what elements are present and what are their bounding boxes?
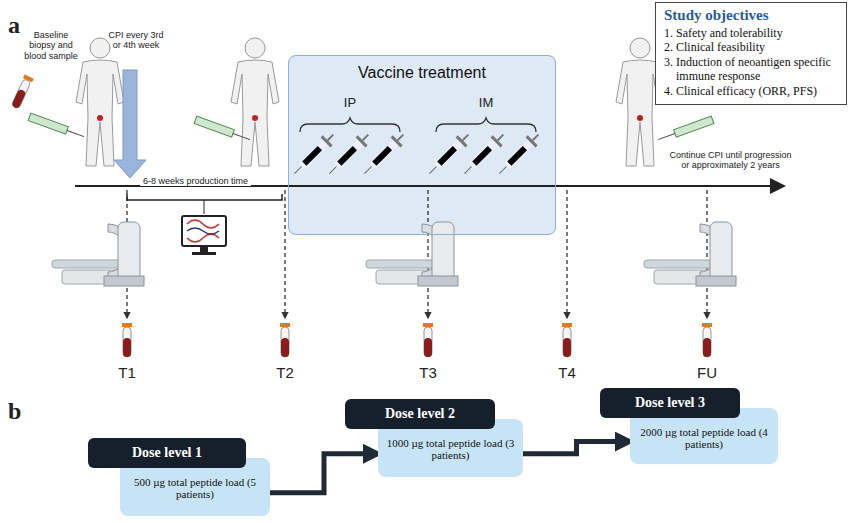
- annotation: CPI every 3rd or 4th week: [104, 30, 168, 51]
- node-heading: 1000 µg total peptide load (3 patients): [386, 437, 515, 461]
- node-heading: Dose level 1: [132, 445, 202, 461]
- node-heading: Dose level 3: [635, 395, 705, 411]
- annotation: Baseline biopsy and blood sample: [22, 30, 80, 61]
- node-text: 2. Clinical feasibility: [664, 40, 838, 54]
- timepoint-label: T4: [552, 364, 582, 381]
- step-arrow: [523, 442, 626, 454]
- node-heading: Study objectives: [664, 7, 838, 24]
- node-heading: Vaccine treatment: [289, 64, 555, 82]
- panel-letter: b: [8, 398, 28, 426]
- step-arrow: [270, 454, 374, 493]
- vaccine-treatment-box: Vaccine treatment: [288, 55, 556, 235]
- route-label: IP: [330, 96, 370, 111]
- dose-level-header: Dose level 3: [600, 388, 740, 418]
- node-heading: 2000 µg total peptide load (4 patients): [638, 426, 770, 450]
- objectives-box: Study objectives 1. Safety and tolerabili…: [655, 2, 847, 105]
- timepoint-label: T1: [112, 364, 142, 381]
- timepoint-label: T2: [270, 364, 300, 381]
- route-label: IM: [466, 96, 506, 111]
- node-heading: 500 µg total peptide load (5 patients): [128, 476, 262, 500]
- dose-level-header: Dose level 2: [345, 399, 495, 429]
- panel-letter: a: [8, 12, 28, 40]
- node-text: 4. Clinical efficacy (ORR, PFS): [664, 84, 838, 98]
- annotation: 6-8 weeks production time: [140, 176, 251, 186]
- dose-level-header: Dose level 1: [88, 438, 246, 468]
- node-text: 1. Safety and tolerability: [664, 26, 838, 40]
- annotation: Continue CPI until progression or approx…: [668, 150, 793, 171]
- timepoint-label: T3: [413, 364, 443, 381]
- node-heading: Dose level 2: [385, 406, 455, 422]
- timepoint-label: FU: [690, 364, 724, 381]
- node-text: 3. Induction of neoantigen specific immu…: [664, 55, 838, 84]
